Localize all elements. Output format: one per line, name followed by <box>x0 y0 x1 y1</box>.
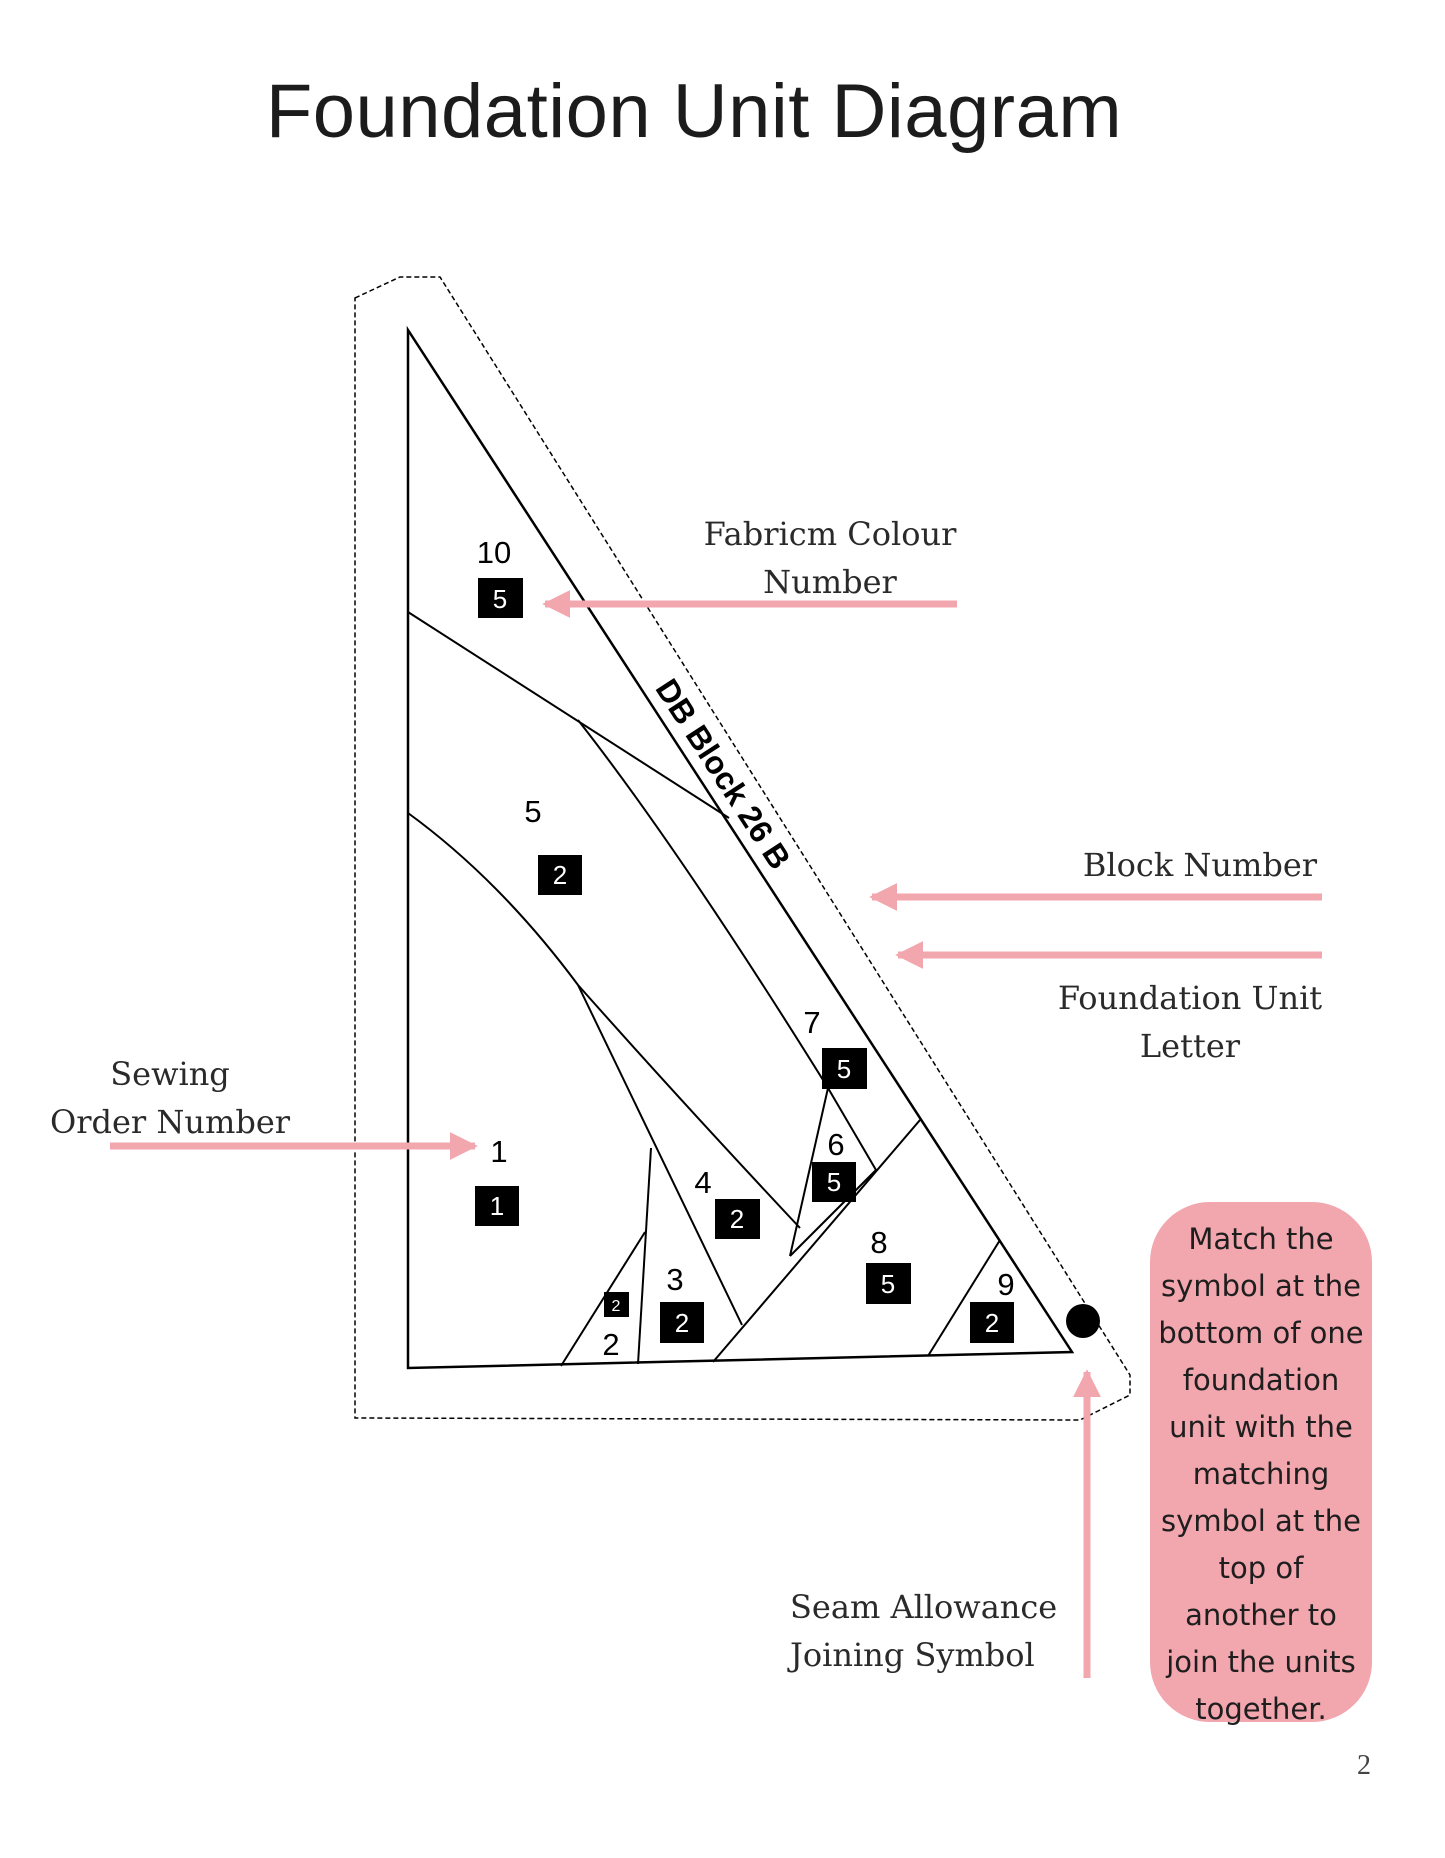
note-line-11: together. <box>1195 1692 1327 1726</box>
fabric-colour-line-2: Number <box>763 563 897 601</box>
unit-outline <box>406 325 1075 1370</box>
colour-number-9: 2 <box>985 1308 999 1338</box>
colour-box-5 <box>538 855 582 895</box>
callout-arrows <box>110 590 1322 1678</box>
colour-number-2: 2 <box>612 1298 621 1315</box>
block-number-label: DB Block 26 B <box>649 672 798 875</box>
colour-number-8: 5 <box>881 1269 895 1299</box>
sewing-order-line-1: Sewing <box>110 1055 230 1093</box>
note-line-9: another to <box>1185 1598 1337 1632</box>
sewing-order-5: 5 <box>524 794 541 829</box>
sewing-order-line-2: Order Number <box>49 1103 291 1141</box>
note-line-6: matching <box>1192 1457 1330 1491</box>
sewing-order-9: 9 <box>997 1267 1014 1302</box>
colour-number-6: 5 <box>827 1167 841 1197</box>
seam-symbol-line-2: Joining Symbol <box>790 1636 1035 1674</box>
note-line-3: bottom of one <box>1158 1316 1364 1350</box>
piece-lines <box>407 611 1001 1367</box>
colour-number-7: 5 <box>837 1054 851 1084</box>
colour-box-2 <box>604 1292 629 1317</box>
colour-box-8 <box>866 1263 911 1304</box>
sewing-order-6: 6 <box>827 1127 844 1162</box>
block-number-line-1: Block Number <box>1082 846 1318 884</box>
foundation-letter-callout: Foundation Unit Letter <box>1040 974 1340 1070</box>
foundation-letter-line-1: Foundation Unit <box>1057 979 1323 1017</box>
colour-number-10: 5 <box>493 584 507 614</box>
foundation-letter-line-2: Letter <box>1139 1027 1241 1065</box>
seam-symbol-line-1: Seam Allowance <box>790 1588 1058 1626</box>
pieces: 10 5 5 2 7 5 6 5 1 1 4 2 8 5 3 2 9 <box>475 535 1015 1362</box>
note-line-1: Match the <box>1188 1222 1334 1256</box>
colour-box-1 <box>475 1186 519 1226</box>
colour-number-4: 2 <box>730 1204 744 1234</box>
block-number-callout: Block Number <box>1060 841 1340 889</box>
colour-box-3 <box>660 1302 704 1343</box>
seam-allowance-outline <box>354 276 1131 1421</box>
note-line-10: join the units <box>1166 1645 1356 1679</box>
sewing-order-8: 8 <box>870 1225 887 1260</box>
joining-symbol-dot <box>1066 1304 1100 1338</box>
sewing-order-10: 10 <box>477 535 511 570</box>
page-number: 2 <box>1357 1750 1371 1781</box>
sewing-order-1: 1 <box>490 1134 507 1169</box>
colour-box-4 <box>715 1199 760 1239</box>
sewing-order-2: 2 <box>602 1327 619 1362</box>
note-line-5: unit with the <box>1169 1410 1353 1444</box>
colour-box-9 <box>970 1302 1014 1343</box>
seam-symbol-callout: Seam Allowance Joining Symbol <box>790 1583 1080 1679</box>
colour-box-7 <box>822 1048 867 1089</box>
colour-number-3: 2 <box>675 1308 689 1338</box>
page-title: Foundation Unit Diagram <box>265 69 1123 154</box>
fabric-colour-line-1: Fabricm Colour <box>703 515 957 553</box>
note-line-4: foundation <box>1182 1363 1340 1397</box>
note-line-2: symbol at the <box>1161 1269 1361 1303</box>
colour-box-6 <box>812 1162 856 1202</box>
fabric-colour-callout: Fabricm Colour Number <box>680 510 980 606</box>
joining-note: Match the symbol at the bottom of one fo… <box>1150 1202 1372 1726</box>
colour-box-10 <box>478 578 523 618</box>
sewing-order-7: 7 <box>803 1005 820 1040</box>
note-line-8: top of <box>1218 1551 1304 1585</box>
sewing-order-callout: Sewing Order Number <box>30 1050 310 1146</box>
sewing-order-4: 4 <box>694 1165 711 1200</box>
colour-number-5: 2 <box>553 860 567 890</box>
sewing-order-3: 3 <box>666 1262 683 1297</box>
note-line-7: symbol at the <box>1161 1504 1361 1538</box>
colour-number-1: 1 <box>490 1191 504 1221</box>
